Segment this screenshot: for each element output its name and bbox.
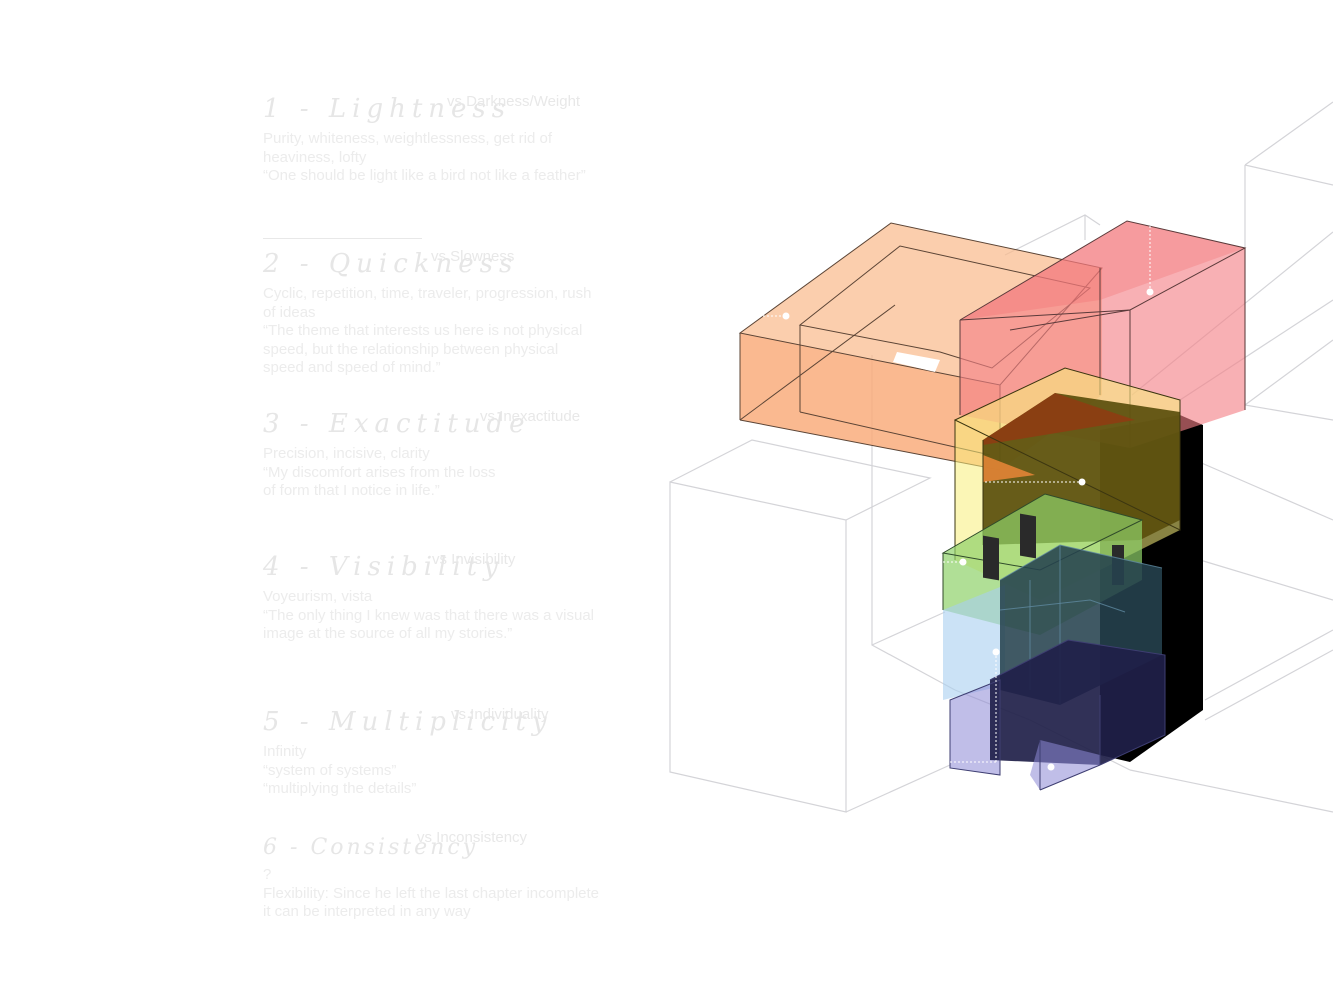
principle-1-line: Purity, whiteness, weightlessness, get r… (263, 130, 553, 166)
volume-consistency (949, 639, 1166, 791)
marker-dot (959, 558, 967, 566)
marker-dot (1047, 763, 1055, 771)
context-box-left-front (669, 481, 847, 813)
principle-6-description: ? Flexibility: Since he left the last ch… (263, 866, 603, 922)
principle-1: 1 - Lightness vs Darkness/Weight Purity,… (263, 84, 603, 186)
marker-dot (1078, 478, 1086, 486)
principle-2-line: Cyclic, repetition, time, traveler, prog… (263, 285, 592, 321)
principle-6-line: ? (263, 866, 272, 883)
principle-4: 4 - Visibility vs Invisibility Voyeurism… (263, 542, 603, 644)
principle-4-heading: 4 - Visibility vs Invisibility (263, 542, 603, 582)
principle-4-title: 4 - Visibility (263, 552, 504, 582)
principle-3-heading: 3 - Exactitude vs Inexactitude (263, 399, 603, 439)
principle-3-line: “My discomfort arises from the loss (263, 463, 496, 481)
principle-1-title: 1 - Lightness (263, 94, 512, 124)
principle-3-line: Precision, incisive, clarity (263, 445, 430, 462)
principle-3-title: 3 - Exactitude (263, 409, 531, 439)
principle-3-description: Precision, incisive, clarity “My discomf… (263, 445, 603, 501)
context-box-left-top (669, 439, 932, 521)
principle-6-heading: 6 - Consistency vs Inconsistency (263, 820, 603, 860)
principle-5-line: “system of systems” (263, 761, 397, 779)
principle-3-vs: vs Inexactitude (480, 408, 581, 425)
principle-4-line: Voyeurism, vista (263, 588, 373, 605)
principle-3: 3 - Exactitude vs Inexactitude Precision… (263, 399, 603, 501)
principle-5-heading: 5 - Multiplicity vs Individuality (263, 697, 603, 737)
principle-1-heading: 1 - Lightness vs Darkness/Weight (263, 84, 603, 124)
principle-5-line: “multiplying the details” (263, 780, 417, 797)
principle-2-vs: vs Slowness (431, 248, 515, 265)
principle-1-line: “One should be light like a bird not lik… (263, 167, 586, 184)
principle-3-line: of form that I notice in life.” (263, 482, 440, 499)
principle-4-vs: vs Invisibility (432, 551, 516, 568)
marker-dot (1146, 288, 1154, 296)
marker-dot (992, 648, 1000, 656)
marker-dot (782, 312, 790, 320)
principle-2-heading: 2 - Quickness vs Slowness (263, 238, 514, 279)
principle-6: 6 - Consistency vs Inconsistency ? Flexi… (263, 820, 603, 922)
principle-6-title: 6 - Consistency (263, 835, 479, 860)
principle-1-description: Purity, whiteness, weightlessness, get r… (263, 130, 603, 186)
principle-5-line: Infinity (263, 743, 307, 760)
context-box-right (1244, 101, 1333, 166)
principle-6-vs: vs Inconsistency (417, 829, 528, 846)
annotation-markers (763, 226, 1154, 771)
principle-4-line: “The only thing I knew was that there wa… (263, 606, 594, 643)
principle-6-line: Flexibility: Since he left the last chap… (263, 884, 599, 921)
principle-1-vs: vs Darkness/Weight (447, 93, 581, 110)
principle-5-description: Infinity “system of systems” “multiplyin… (263, 743, 603, 799)
principle-2-title: 2 - Quickness (263, 249, 519, 279)
principle-2-line: “The theme that interests us here is not… (263, 322, 583, 376)
principle-5-title: 5 - Multiplicity (263, 707, 553, 737)
principle-2: 2 - Quickness vs Slowness Cyclic, repeti… (263, 238, 603, 378)
principle-4-description: Voyeurism, vista “The only thing I knew … (263, 588, 603, 644)
principle-5-vs: vs Individuality (451, 706, 549, 723)
principle-2-description: Cyclic, repetition, time, traveler, prog… (263, 285, 603, 378)
principle-5: 5 - Multiplicity vs Individuality Infini… (263, 697, 603, 799)
